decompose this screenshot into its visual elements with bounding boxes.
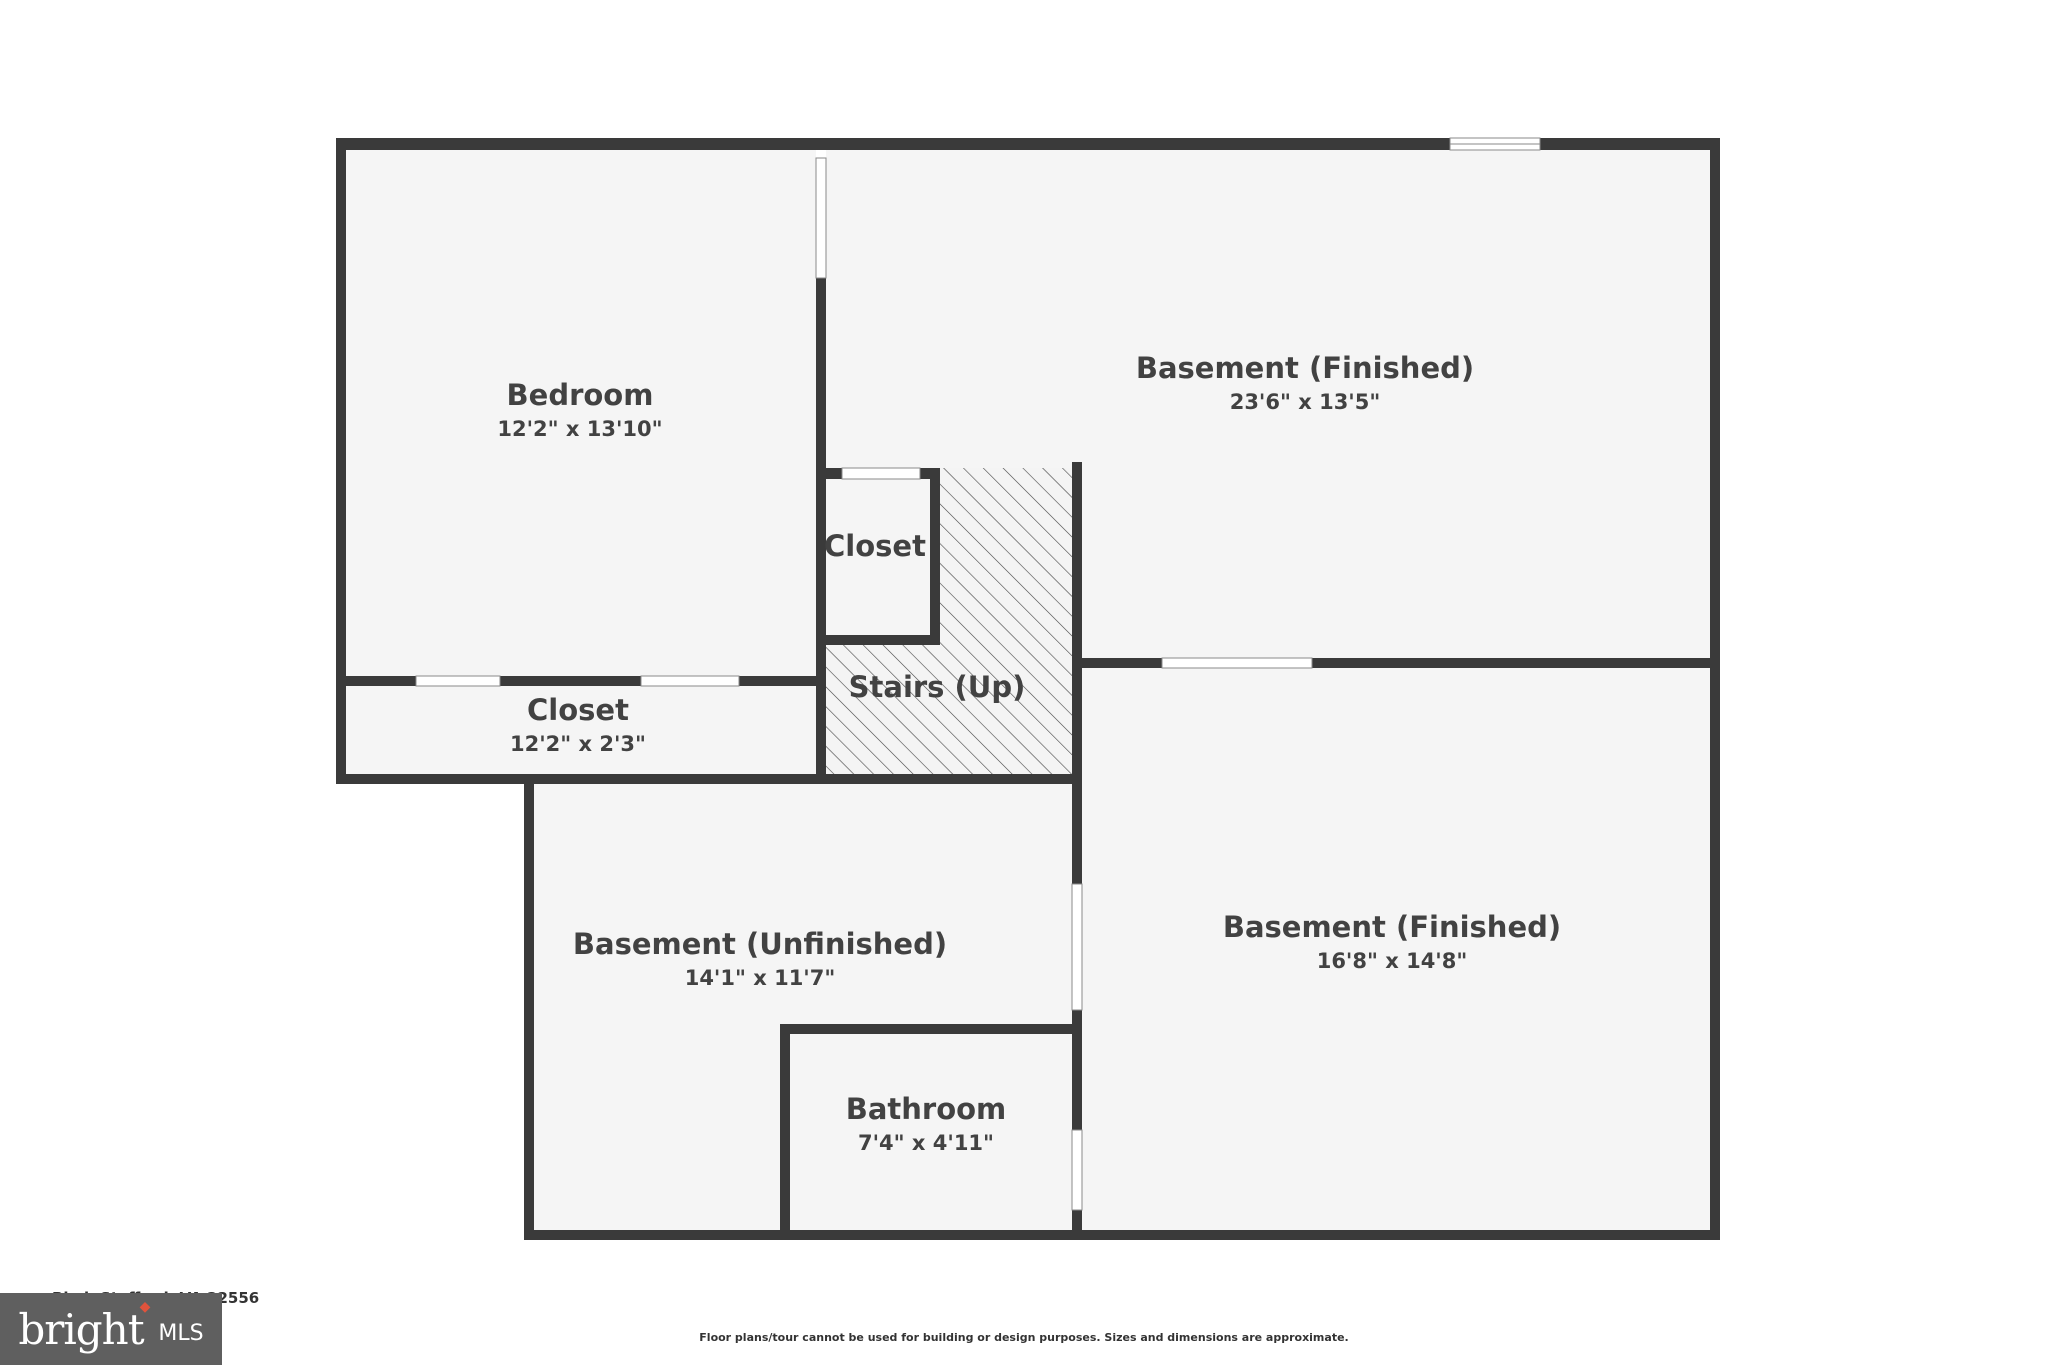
stairs-hatch — [826, 468, 1072, 774]
bedroom-floor — [346, 150, 816, 676]
basement-finished-top-dim: 23'6" x 13'5" — [1230, 390, 1381, 414]
room-labels: Bedroom 12'2" x 13'10" Basement (Finishe… — [497, 351, 1561, 1155]
bathroom-floor — [790, 1034, 1072, 1230]
wall-bathroom-top — [780, 1024, 1082, 1034]
door-basement-divider — [1161, 657, 1313, 669]
door-closet-small — [841, 467, 921, 480]
closet-wide-dim: 12'2" x 2'3" — [510, 732, 646, 756]
basement-finished-bottom-floor — [1082, 668, 1710, 1230]
wall-mid-vertical-upper — [816, 278, 826, 784]
basement-unfinished-dim: 14'1" x 11'7" — [685, 966, 836, 990]
bedroom-dim: 12'2" x 13'10" — [497, 417, 662, 441]
wall-unfinished-left — [524, 774, 534, 1240]
room-floors — [346, 150, 1710, 1230]
wall-stairs-right-bottom — [1072, 1210, 1082, 1240]
openings — [415, 137, 1541, 1211]
wall-closet-bottom — [336, 774, 1072, 784]
closet-small-floor — [826, 479, 930, 635]
wall-right — [1710, 138, 1720, 1240]
closet-wide-name: Closet — [527, 693, 629, 727]
door-bathroom — [1071, 1129, 1083, 1211]
bathroom-dim: 7'4" x 4'11" — [858, 1131, 994, 1155]
basement-finished-bottom-name: Basement (Finished) — [1223, 910, 1561, 944]
bedroom-name: Bedroom — [507, 378, 654, 412]
wall-stairs-right-lower — [1072, 1010, 1082, 1130]
basement-finished-top-name: Basement (Finished) — [1136, 351, 1474, 385]
closet-wide-floor — [346, 686, 816, 774]
wall-closet-small-right — [930, 468, 940, 645]
wall-stairs-right — [1072, 462, 1082, 884]
wall-left-upper — [336, 138, 346, 784]
bright-mls-logo: bright ◆ MLS — [0, 1293, 222, 1365]
walls — [336, 138, 1720, 1240]
wall-basement-divider — [1082, 658, 1720, 668]
logo-sub-text: MLS — [158, 1320, 204, 1346]
door-closet-left — [415, 675, 501, 687]
closet-small-name: Closet — [824, 529, 926, 563]
wall-bathroom-left — [780, 1024, 790, 1240]
wall-bedroom-bottom — [346, 676, 816, 686]
logo-main-text: bright — [18, 1304, 144, 1354]
logo-star-icon: ◆ — [139, 1299, 151, 1315]
door-unfinished-finished — [1071, 883, 1083, 1011]
floor-plan-disclaimer: Floor plans/tour cannot be used for buil… — [699, 1331, 1349, 1344]
basement-unfinished-name: Basement (Unfinished) — [573, 927, 947, 961]
wall-top — [336, 138, 1720, 150]
wall-bottom — [524, 1230, 1720, 1240]
door-bedroom-basement — [815, 157, 827, 279]
basement-finished-bottom-dim: 16'8" x 14'8" — [1317, 949, 1468, 973]
stairs-name: Stairs (Up) — [849, 670, 1026, 704]
bathroom-name: Bathroom — [846, 1092, 1007, 1126]
wall-closet-small-bottom — [826, 635, 940, 645]
door-closet-right — [640, 675, 740, 687]
